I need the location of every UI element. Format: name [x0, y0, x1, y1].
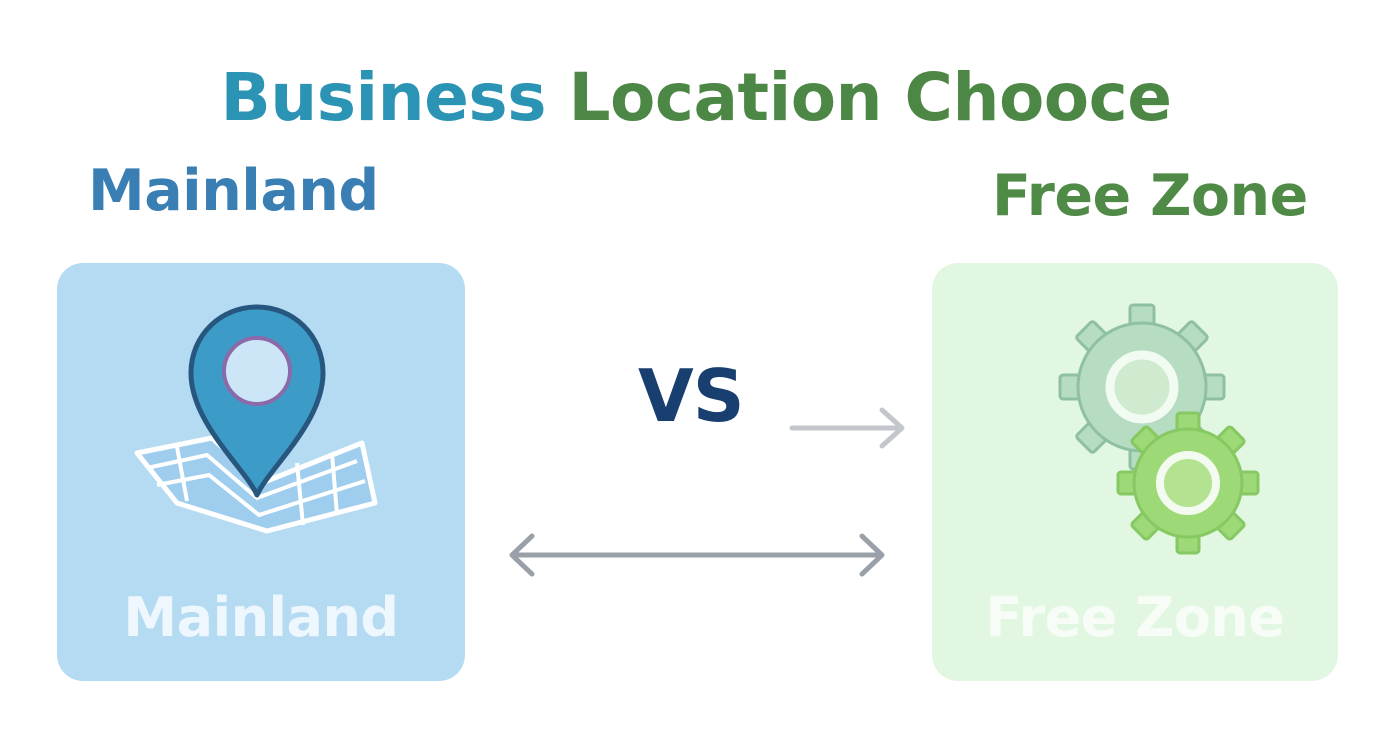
page-title: Business Location Chooce: [0, 59, 1392, 136]
title-part-business: Business: [220, 59, 546, 136]
mainland-card-label: Mainland: [123, 586, 399, 649]
free-zone-heading: Free Zone: [992, 163, 1308, 229]
double-arrow-icon: [509, 533, 885, 577]
map-pin-icon: [134, 304, 378, 534]
free-zone-card: Free Zone: [932, 263, 1338, 681]
gears-icon: [1058, 303, 1260, 555]
title-part-location: Location Chooce: [568, 59, 1172, 136]
mainland-heading: Mainland: [88, 158, 379, 224]
mainland-card: Mainland: [57, 263, 465, 681]
right-arrow-icon: [789, 407, 905, 449]
vs-label: VS: [638, 354, 745, 438]
free-zone-card-label: Free Zone: [985, 586, 1285, 649]
